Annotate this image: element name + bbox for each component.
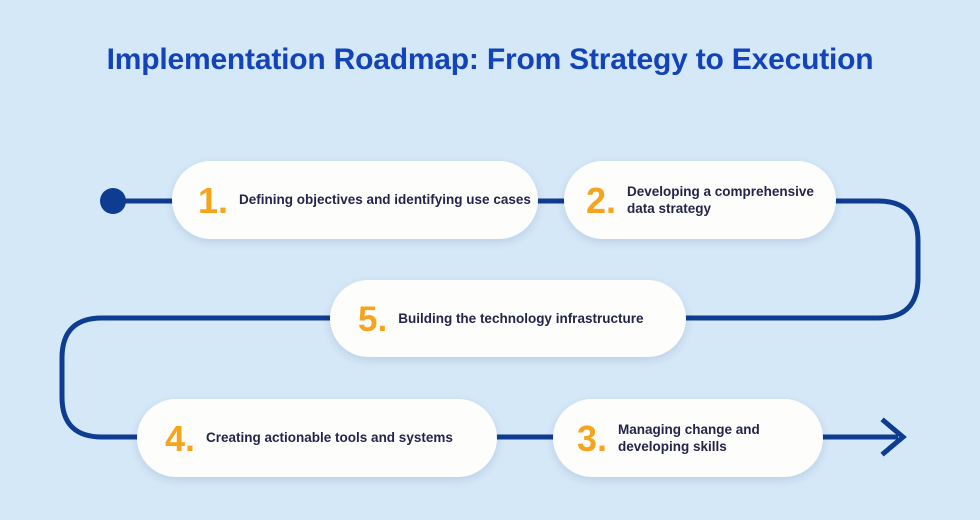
step-number: 2.: [586, 180, 617, 221]
step-number: 5.: [358, 300, 388, 339]
step-label: Creating actionable tools and systems: [206, 430, 453, 446]
step-number: 4.: [165, 418, 196, 459]
roadmap-step-3[interactable]: 3. Managing change and developing skills: [553, 399, 823, 477]
roadmap-step-1[interactable]: 1. Defining objectives and identifying u…: [172, 161, 538, 239]
arrow-head-icon: [880, 417, 907, 457]
page-title: Implementation Roadmap: From Strategy to…: [106, 43, 874, 76]
connector-right-loop: [676, 198, 921, 321]
step-label: Managing change and developing skills: [618, 421, 760, 454]
step-number: 3.: [577, 418, 608, 459]
step-label: Defining objectives and identifying use …: [239, 192, 531, 208]
roadmap-step-2[interactable]: 2. Developing a comprehensive data strat…: [564, 161, 836, 239]
step-label: Building the technology infrastructure: [398, 310, 644, 326]
roadmap-step-5[interactable]: 5. Building the technology infrastructur…: [330, 280, 686, 357]
connector-left-loop: [59, 315, 342, 440]
step-number: 1.: [198, 180, 229, 221]
roadmap-step-4[interactable]: 4. Creating actionable tools and systems: [137, 399, 497, 477]
step-label: Developing a comprehensive data strategy: [627, 183, 814, 216]
